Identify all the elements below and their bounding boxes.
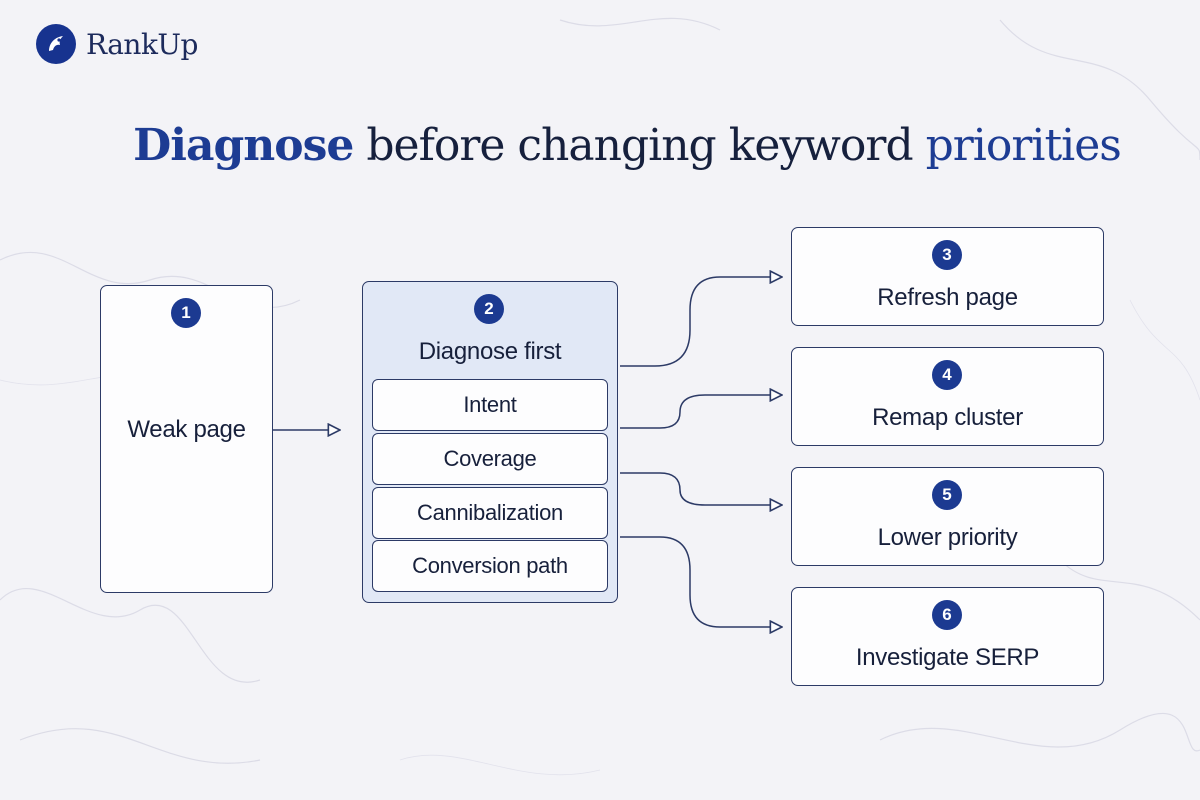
step-badge-5: 5 (932, 480, 962, 510)
brand-logo: RankUp (36, 24, 198, 64)
brand-name: RankUp (86, 27, 198, 61)
check-conversion-path: Conversion path (372, 540, 608, 592)
step-badge-3: 3 (932, 240, 962, 270)
arrow-to-remap (620, 395, 782, 429)
step-badge-2: 2 (474, 294, 504, 324)
node-refresh-page: 3 Refresh page (791, 227, 1104, 326)
step-badge-6: 6 (932, 600, 962, 630)
node-remap-cluster: 4 Remap cluster (791, 347, 1104, 446)
arrow-to-lower (620, 472, 782, 505)
title-middle: before changing keyword (353, 120, 926, 171)
node-diagnose-label: Diagnose first (418, 338, 562, 365)
check-intent: Intent (372, 379, 608, 431)
check-cannibalization: Cannibalization (372, 487, 608, 539)
node-investigate-serp: 6 Investigate SERP (791, 587, 1104, 686)
title-highlight-priorities: priorities (925, 120, 1122, 171)
step-badge-4: 4 (932, 360, 962, 390)
page-title: Diagnose before changing keyword priorit… (0, 120, 1200, 171)
arrow-to-investigate (620, 536, 782, 627)
logo-mark-icon (36, 24, 76, 64)
node-weak-page-label: Weak page (127, 416, 246, 443)
check-coverage: Coverage (372, 433, 608, 485)
node-investigate-label: Investigate SERP (855, 644, 1040, 671)
node-weak-page: 1 Weak page (100, 285, 273, 593)
step-badge-1: 1 (171, 298, 201, 328)
node-diagnose-first: 2 Diagnose first Intent Coverage Canniba… (362, 281, 618, 603)
title-highlight-diagnose: Diagnose (133, 120, 354, 171)
node-lower-priority: 5 Lower priority (791, 467, 1104, 566)
node-remap-label: Remap cluster (872, 404, 1023, 431)
node-lower-label: Lower priority (877, 524, 1018, 551)
arrow-to-refresh (620, 277, 782, 367)
node-refresh-label: Refresh page (877, 284, 1018, 311)
